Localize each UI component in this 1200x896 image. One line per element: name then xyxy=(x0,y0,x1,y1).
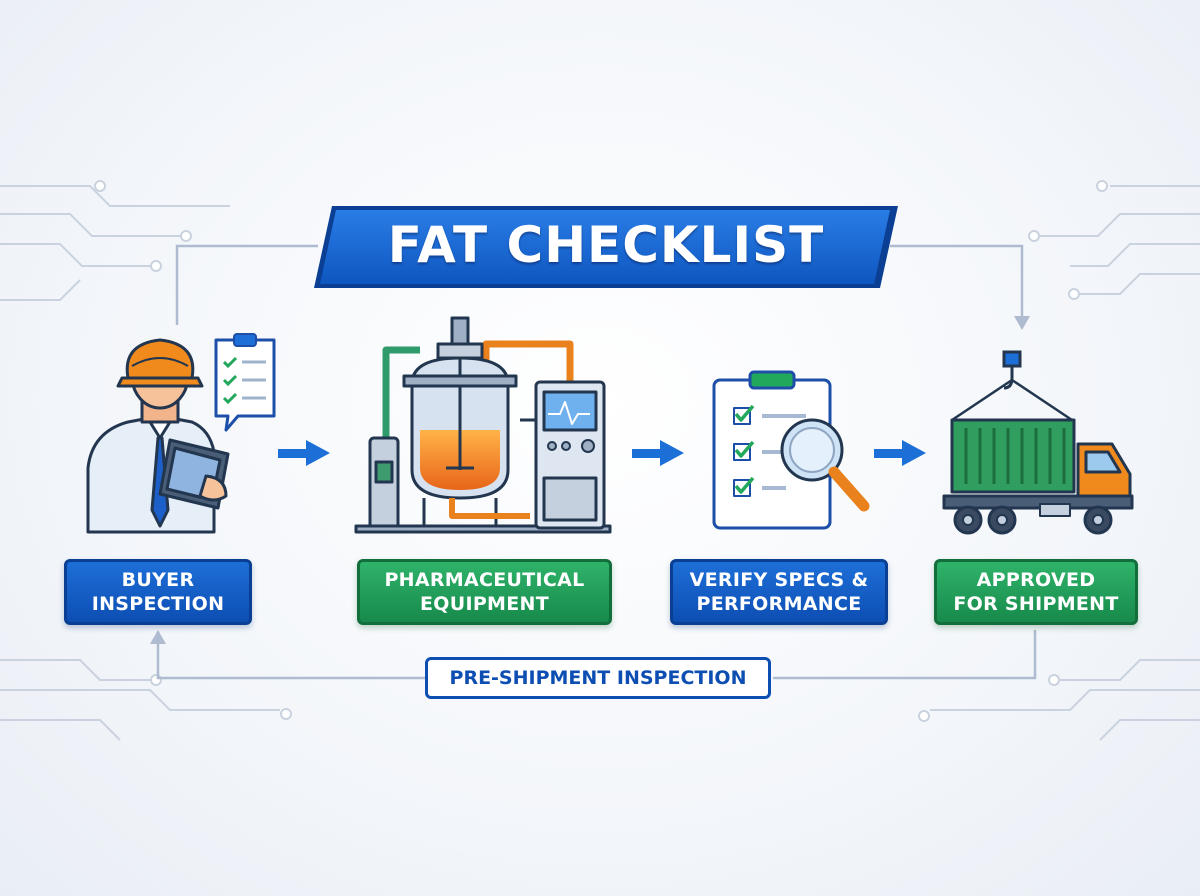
circuit-decoration-left xyxy=(0,180,292,741)
step-approved-shipment-label: APPROVED FOR SHIPMENT xyxy=(934,559,1138,625)
loop-line-left xyxy=(156,640,425,680)
connector-top-left xyxy=(175,244,318,325)
flow-arrow-3-icon xyxy=(874,440,926,466)
page-title: FAT CHECKLIST xyxy=(387,216,825,274)
checklist-icon xyxy=(712,370,832,530)
inspector-icon xyxy=(86,338,230,534)
connector-top-right xyxy=(890,244,1024,320)
pre-shipment-inspection-label: PRE-SHIPMENT INSPECTION xyxy=(425,657,771,699)
connector-arrow-down-icon xyxy=(1014,316,1030,330)
flow-arrow-2-icon xyxy=(632,440,684,466)
flow-arrow-1-icon xyxy=(278,440,330,466)
step-verify-specs-label: VERIFY SPECS & PERFORMANCE xyxy=(670,559,888,625)
crane-hook-icon xyxy=(951,350,1073,422)
loop-arrow-up-icon xyxy=(150,630,166,644)
loop-line-right xyxy=(773,630,1037,680)
step-buyer-inspection-label: BUYER INSPECTION xyxy=(64,559,252,625)
step-pharmaceutical-equipment-label: PHARMACEUTICAL EQUIPMENT xyxy=(357,559,612,625)
clipboard-icon xyxy=(214,333,276,432)
title-banner xyxy=(314,206,898,288)
circuit-decoration-right xyxy=(918,180,1200,741)
control-panel-icon xyxy=(534,380,606,530)
magnifier-icon xyxy=(780,418,870,512)
container-truck-icon xyxy=(942,418,1134,535)
reactor-icon xyxy=(354,316,612,534)
